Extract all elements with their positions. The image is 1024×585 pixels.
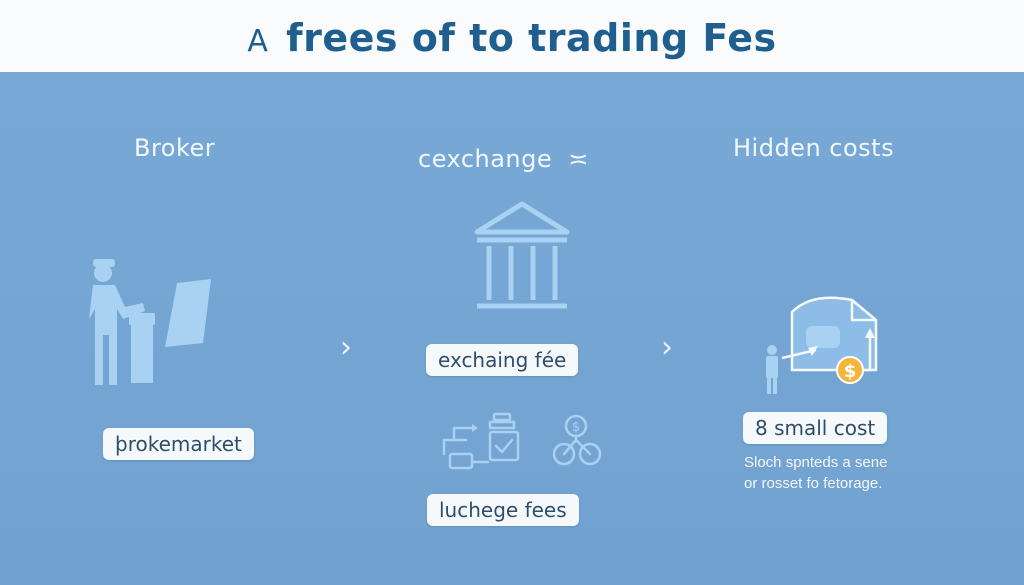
title-lead: A bbox=[247, 24, 269, 59]
exchange-secondary-label: luchege fees bbox=[427, 494, 579, 526]
title-text: frees of to trading Fes bbox=[286, 16, 777, 60]
exchange-fee-label: exchaing fée bbox=[426, 344, 579, 376]
chevron-right-icon: › bbox=[661, 330, 673, 365]
exchange-title: cexchange ≍ bbox=[418, 145, 589, 173]
hidden-note-line1: Sloch spnteds a sene bbox=[744, 454, 888, 471]
broker-title: Broker bbox=[134, 134, 216, 162]
hidden-costs-title: Hidden costs bbox=[733, 134, 895, 162]
hidden-note-line2: or rosset fo fetorage. bbox=[744, 475, 883, 492]
bicycle-coin-icon bbox=[552, 414, 602, 466]
hidden-note: Sloch spnteds a sene or rosset fo fetora… bbox=[744, 452, 887, 494]
dollar-icon: $ bbox=[844, 361, 857, 382]
exchange-small-icons: $ bbox=[442, 412, 602, 470]
clipboard-check-icon bbox=[488, 412, 520, 462]
person-at-desk-icon bbox=[89, 259, 211, 385]
header-bar: A frees of to trading Fes bbox=[0, 0, 1024, 72]
chevron-right-icon: › bbox=[340, 330, 352, 365]
exchange-symbol-icon: ≍ bbox=[568, 145, 589, 173]
page-title: A frees of to trading Fes bbox=[247, 16, 776, 60]
coin-dollar-icon: $ bbox=[572, 420, 580, 435]
exchange-title-text: cexchange bbox=[418, 145, 553, 173]
document-with-coin-icon: $ bbox=[766, 296, 878, 394]
hidden-cost-label: 8 small cost bbox=[743, 412, 888, 444]
broker-label: þrokemarket bbox=[103, 428, 254, 460]
flow-arrows-icon bbox=[442, 424, 490, 470]
bank-building-icon bbox=[474, 201, 570, 309]
